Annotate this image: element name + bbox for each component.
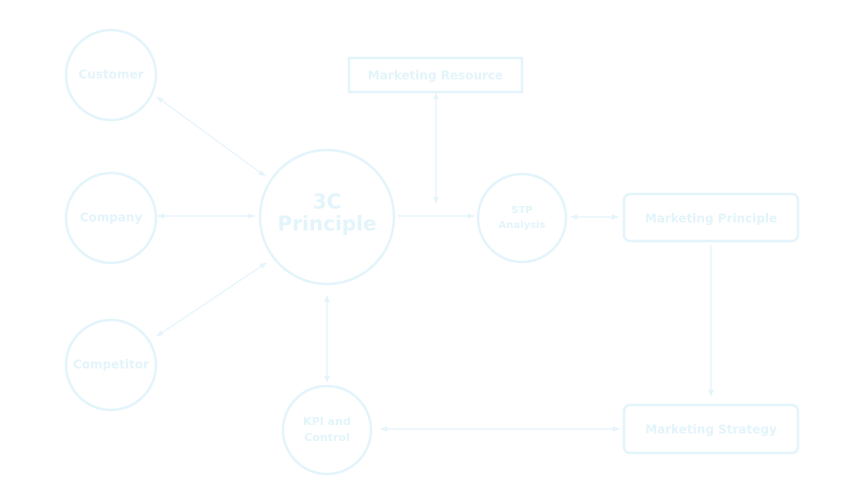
node-kpi-control-line1: KPI and [303, 415, 351, 428]
node-marketing-principle: Marketing Principle [622, 192, 800, 243]
node-marketing-strategy: Marketing Strategy [622, 403, 800, 455]
node-customer-shape [64, 28, 158, 122]
node-marketing-principle-label: Marketing Principle [645, 212, 777, 226]
node-marketing-resource: Marketing Resource [347, 56, 524, 94]
node-kpi-control-shape [281, 384, 373, 476]
node-marketing-resource-shape [347, 56, 524, 94]
node-stp-analysis-line1: STP [511, 205, 532, 216]
edges [156, 92, 714, 432]
node-marketing-resource-label: Marketing Resource [368, 69, 503, 83]
node-kpi-control-line2: Control [304, 431, 349, 444]
node-competitor-shape [64, 318, 158, 412]
node-customer-label: Customer [78, 68, 143, 82]
node-customer: Customer [64, 28, 158, 122]
edge-customer-principle-3c [156, 96, 266, 177]
node-marketing-principle-shape [622, 192, 800, 243]
node-3c-principle: 3C Principle [258, 148, 396, 286]
node-company: Company [64, 171, 158, 265]
node-3c-principle-line1: 3C [313, 190, 342, 214]
node-competitor: Competitor [64, 318, 158, 412]
node-marketing-strategy-label: Marketing Strategy [645, 423, 777, 437]
node-company-shape [64, 171, 158, 265]
node-competitor-label: Competitor [73, 358, 149, 372]
node-3c-principle-line2: Principle [277, 212, 376, 236]
node-stp-analysis-shape [476, 172, 568, 264]
edge-competitor-principle-3c [156, 262, 267, 337]
node-marketing-strategy-shape [622, 403, 800, 455]
node-company-label: Company [80, 211, 143, 225]
node-stp-analysis-line2: Analysis [499, 220, 546, 231]
node-stp-analysis: STP Analysis [476, 172, 568, 264]
node-kpi-control: KPI and Control [281, 384, 373, 476]
node-3c-principle-shape [258, 148, 396, 286]
